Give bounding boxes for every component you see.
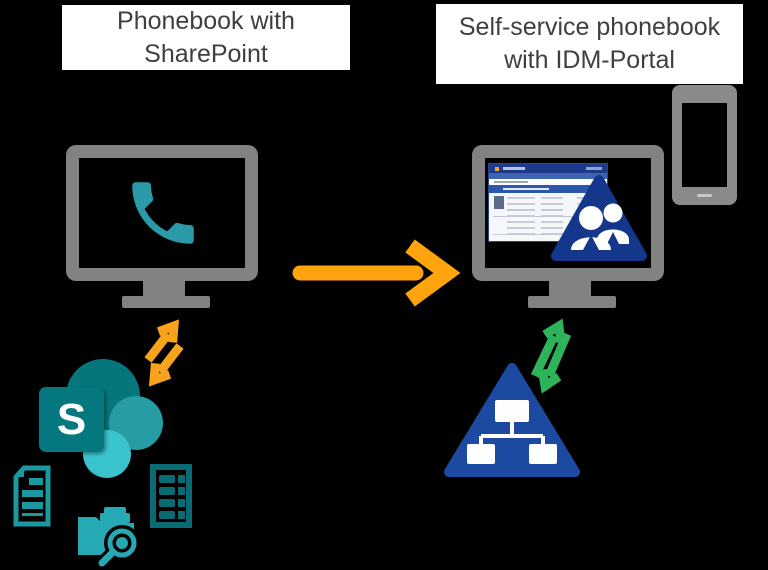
sharepoint-s-tile: S [39, 387, 104, 452]
orange-sync-arrows-icon [144, 319, 184, 387]
app-user-placeholder [586, 167, 602, 170]
right-monitor-base [528, 296, 616, 308]
sharepoint-letter: S [56, 394, 87, 444]
app-window-menubar [489, 173, 607, 179]
phone-handset-icon [132, 182, 194, 244]
left-monitor-base [122, 296, 210, 308]
app-window-breadcrumb [489, 179, 607, 185]
app-window-user-photo [494, 196, 504, 209]
left-monitor [66, 145, 258, 281]
app-window-text-column-1 [507, 197, 535, 237]
green-sync-arrows-icon [530, 318, 572, 394]
smartphone-icon [672, 85, 737, 205]
right-title-text: Self-service phonebook with IDM-Portal [458, 13, 721, 74]
app-window-text-column-2 [541, 197, 563, 237]
main-arrow-icon [292, 239, 460, 307]
left-monitor-stand [143, 281, 185, 296]
smartphone-screen [682, 103, 727, 187]
app-logo-icon [495, 167, 499, 171]
users-triangle-icon [551, 175, 647, 261]
org-chart-triangle-icon [444, 363, 580, 477]
left-title-box: Phonebook with SharePoint [62, 5, 350, 70]
smartphone-home-button [697, 194, 712, 197]
right-title-box: Self-service phonebook with IDM-Portal [436, 4, 743, 84]
list-icon [150, 464, 192, 528]
left-title-text: Phonebook with SharePoint [117, 6, 295, 68]
app-title-placeholder [503, 167, 525, 170]
app-window-selected-row [489, 185, 607, 193]
document-icon [13, 465, 51, 527]
right-monitor-stand [549, 281, 591, 296]
folder-search-icon [78, 507, 140, 567]
app-window-titlebar [489, 164, 607, 173]
